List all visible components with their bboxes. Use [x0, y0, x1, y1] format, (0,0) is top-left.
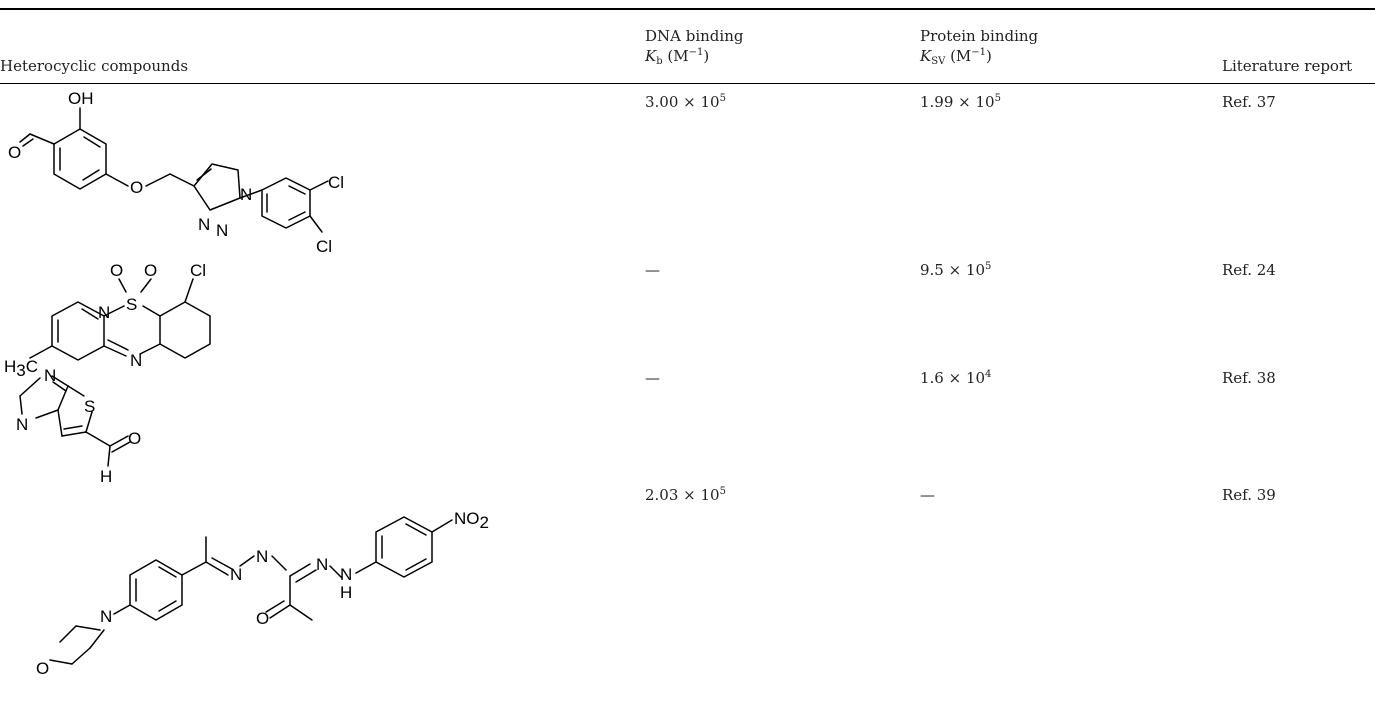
- atom-o2: O: [144, 261, 157, 280]
- atom-h: H: [100, 467, 112, 486]
- structure-morpholine-hydrazone: N O N N N N H O NO2: [36, 509, 489, 678]
- row1-reference: Ref. 37: [1222, 93, 1276, 111]
- atom-o-carbonyl: O: [256, 609, 269, 628]
- structure-imidazothiophene: N N S O H: [16, 366, 141, 486]
- header-heterocyclic-compounds: Heterocyclic compounds: [0, 57, 189, 75]
- row3-dna-binding: —: [645, 369, 660, 387]
- atom-n3: N: [316, 555, 328, 574]
- atom-n2: N: [130, 351, 142, 370]
- atom-o-morpholine: O: [36, 659, 49, 678]
- atom-n3: N: [198, 215, 210, 234]
- atom-s: S: [126, 295, 137, 314]
- row4-protein-binding: —: [920, 486, 935, 504]
- header-dna-binding: DNA binding Kb (M−1): [645, 26, 744, 67]
- header-literature-report: Literature report: [1222, 57, 1353, 75]
- structure-pyridothiadiazine: O O S Cl N N H3C: [4, 261, 211, 380]
- atom-n-morpholine: N: [100, 607, 112, 626]
- atom-n1: N: [44, 366, 56, 385]
- row1-protein-binding: 1.99 × 105: [920, 93, 1001, 111]
- atom-cl2: Cl: [316, 237, 332, 256]
- header-protein-binding-label: Protein binding: [920, 27, 1039, 45]
- atom-n2: N: [16, 415, 28, 434]
- table-header-rule: [0, 83, 1375, 84]
- atom-o: O: [128, 429, 141, 448]
- atom-n1: N: [98, 303, 110, 322]
- atom-s: S: [84, 397, 95, 416]
- header-protein-binding-unit: KSV (M−1): [920, 47, 992, 67]
- atom-o-aldehyde: O: [8, 143, 21, 162]
- table-top-rule: [0, 8, 1375, 10]
- row4-dna-binding: 2.03 × 105: [645, 486, 726, 504]
- atom-nh-n: N: [340, 565, 352, 584]
- row2-dna-binding: —: [645, 261, 660, 279]
- header-dna-binding-unit: Kb (M−1): [645, 47, 710, 67]
- atom-no2: NO2: [454, 509, 489, 532]
- row3-protein-binding: 1.6 × 104: [920, 369, 992, 387]
- atom-n2: N: [256, 547, 268, 566]
- structure-triazole-benzaldehyde: OH O O N N N Cl Cl: [8, 89, 344, 256]
- atom-n1: N: [240, 185, 252, 204]
- atom-nh-h: H: [340, 583, 352, 602]
- atom-h3c: H3C: [4, 357, 38, 380]
- row2-reference: Ref. 24: [1222, 261, 1276, 279]
- atom-n2: N: [216, 221, 228, 240]
- header-protein-binding: Protein binding KSV (M−1): [920, 26, 1039, 67]
- row1-dna-binding: 3.00 × 105: [645, 93, 726, 111]
- atom-cl1: Cl: [328, 173, 344, 192]
- atom-o-ether: O: [130, 178, 143, 197]
- atom-n1: N: [230, 565, 242, 584]
- atom-o1: O: [110, 261, 123, 280]
- atom-oh: OH: [68, 89, 94, 108]
- row4-reference: Ref. 39: [1222, 486, 1276, 504]
- atom-cl: Cl: [190, 261, 206, 280]
- row2-protein-binding: 9.5 × 105: [920, 261, 992, 279]
- header-dna-binding-label: DNA binding: [645, 27, 744, 45]
- row3-reference: Ref. 38: [1222, 369, 1276, 387]
